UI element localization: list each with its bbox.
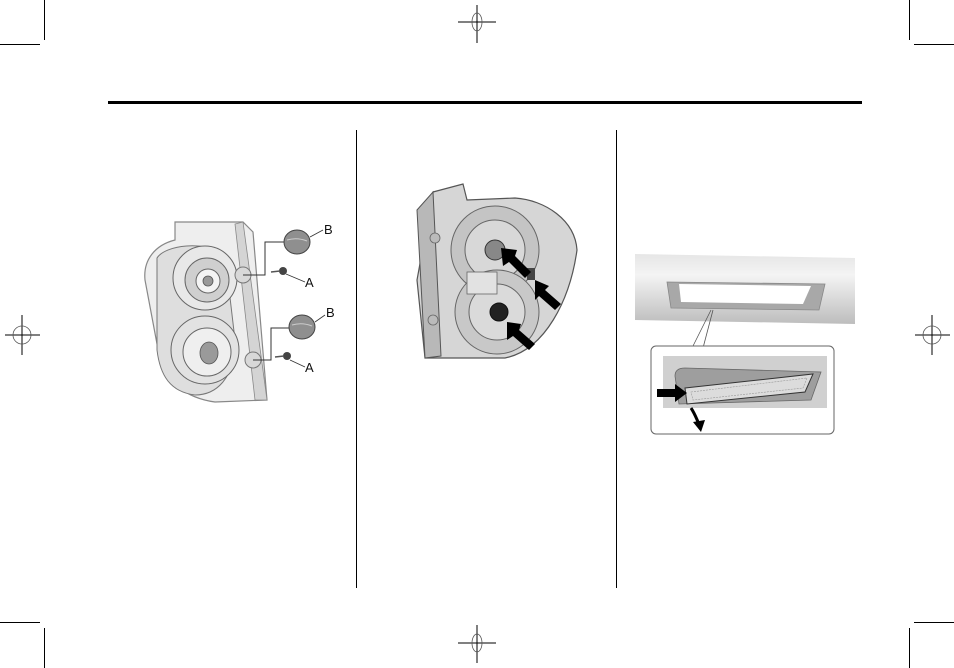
label-a-upper: A xyxy=(305,275,314,290)
figure-tail-lamp-rear xyxy=(416,183,578,359)
figure-license-plate-lamp xyxy=(635,254,855,435)
registration-mark-right xyxy=(915,315,950,355)
registration-mark-bottom xyxy=(458,625,496,663)
header-rule xyxy=(108,101,862,104)
crop-mark xyxy=(0,622,40,623)
crop-mark xyxy=(44,628,45,668)
crop-mark xyxy=(909,628,910,668)
column-divider xyxy=(356,130,357,588)
crop-mark xyxy=(914,44,954,45)
label-b-upper: B xyxy=(324,222,333,237)
registration-mark-top xyxy=(458,5,496,43)
registration-mark-left xyxy=(5,315,40,355)
crop-mark xyxy=(0,44,40,45)
crop-mark xyxy=(914,622,954,623)
label-a-lower: A xyxy=(305,360,314,375)
figure-tail-lamp-front xyxy=(144,221,326,403)
crop-mark xyxy=(44,0,45,40)
label-b-lower: B xyxy=(326,305,335,320)
crop-mark xyxy=(909,0,910,40)
column-divider xyxy=(616,130,617,588)
